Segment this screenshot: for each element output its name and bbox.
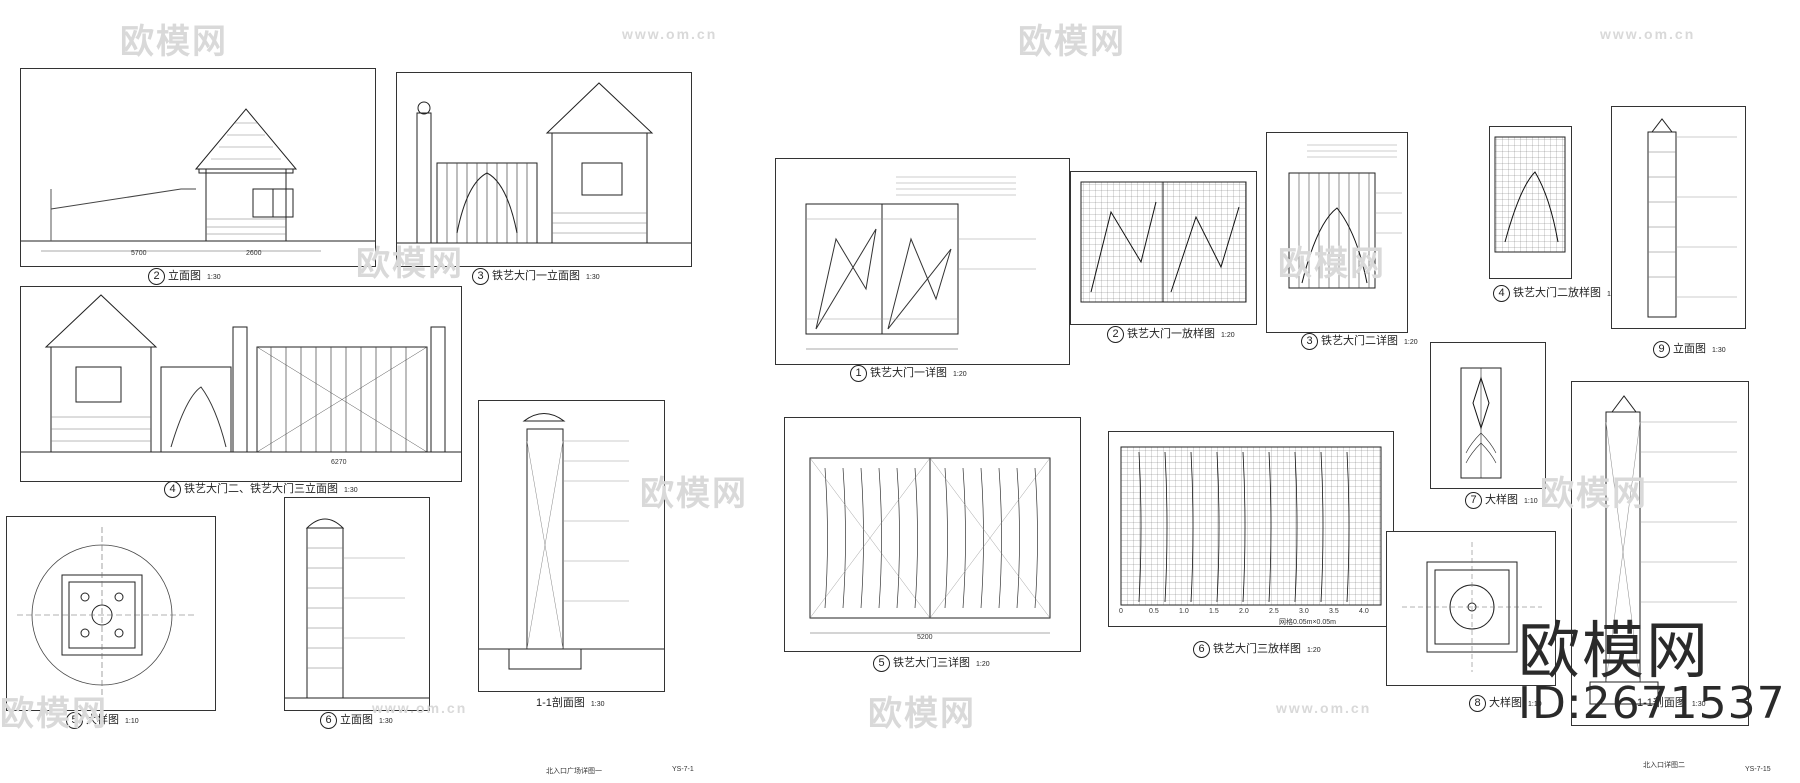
gate-three-detail-drawing xyxy=(809,457,1051,634)
detail-frame-5-right: 5200 xyxy=(784,417,1081,652)
gate-one-detail-drawing xyxy=(805,176,1036,350)
pillar-plan-8-drawing xyxy=(1402,542,1542,672)
brand-id: ID:2671537 xyxy=(1518,678,1786,729)
elevation-frame-9 xyxy=(1611,106,1746,329)
grid-tick: 0 xyxy=(1119,608,1123,615)
elevation-frame-4: 6270 xyxy=(20,286,462,482)
section-frame-1-1-right xyxy=(1571,381,1749,726)
gate-one-elevation-drawing xyxy=(397,82,691,244)
dim-label: 2600 xyxy=(246,250,262,257)
grid-tick: 4.0 xyxy=(1359,608,1369,615)
detail-frame-5 xyxy=(6,516,216,711)
elevation-frame-2: 5700 2600 xyxy=(20,68,376,267)
elevation-frame-3 xyxy=(396,72,692,267)
sheet-title-right: 北入口详图二 xyxy=(1643,762,1685,769)
pillar-section-drawing xyxy=(479,413,664,670)
pillar-elevation-9-drawing xyxy=(1647,118,1737,318)
gate-two-detail-drawing xyxy=(1288,144,1402,289)
sheet-number: YS-7-1 xyxy=(672,766,694,773)
detail-frame-7 xyxy=(1430,342,1546,489)
grid-tick: 3.0 xyxy=(1299,608,1309,615)
layout-frame-4 xyxy=(1489,126,1572,279)
elevation-frame-6 xyxy=(284,497,430,711)
pillar-plan-detail-drawing xyxy=(17,527,197,703)
gate-three-layout-grid xyxy=(1120,446,1382,606)
detail-frame-3 xyxy=(1266,132,1408,333)
section-frame-1-1 xyxy=(478,400,665,692)
gate-one-layout-grid xyxy=(1080,181,1247,303)
drawing-caption-4-right: 4铁艺大门二放样图1:20 xyxy=(1493,284,1621,302)
grid-tick: 0.5 xyxy=(1149,608,1159,615)
layout-frame-2 xyxy=(1070,171,1257,325)
ornament-detail-drawing xyxy=(1460,367,1502,479)
detail-frame-8 xyxy=(1386,531,1556,686)
dim-label: 5200 xyxy=(917,634,933,641)
gate-two-three-elevation-drawing xyxy=(21,294,461,453)
grid-note: 网格0.05m×0.05m xyxy=(1279,619,1336,626)
grid-tick: 2.0 xyxy=(1239,608,1249,615)
dim-label: 5700 xyxy=(131,250,147,257)
sheet-title: 北入口广场详图一 xyxy=(546,768,602,775)
pillar-section-right-drawing xyxy=(1589,395,1737,705)
brand-logo: 欧模网 xyxy=(1518,614,1711,687)
grid-tick: 3.5 xyxy=(1329,608,1339,615)
dim-label: 6270 xyxy=(331,459,347,466)
layout-frame-6: 0 0.5 1.0 1.5 2.0 2.5 3.0 3.5 4.0 网格0.05… xyxy=(1108,431,1394,627)
grid-tick: 2.5 xyxy=(1269,608,1279,615)
detail-frame-1 xyxy=(775,158,1070,365)
gate-two-layout-grid xyxy=(1494,136,1566,253)
gatehouse-elevation-drawing xyxy=(21,108,375,252)
grid-tick: 1.0 xyxy=(1179,608,1189,615)
sheet-number-right: YS-7-15 xyxy=(1745,766,1771,773)
pillar-elevation-drawing xyxy=(285,518,429,699)
grid-tick: 1.5 xyxy=(1209,608,1219,615)
